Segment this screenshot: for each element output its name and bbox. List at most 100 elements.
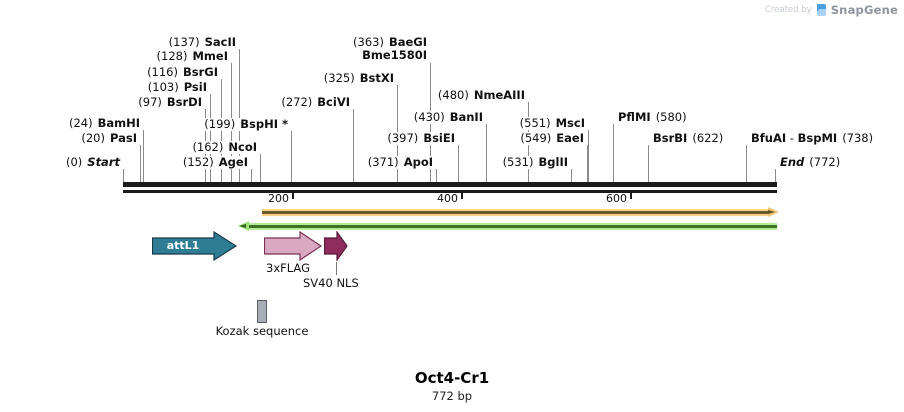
feature-arrow-shape [264, 231, 323, 261]
ruler-tick-label: 400 [437, 192, 458, 205]
enzyme-name: PflMI [618, 110, 651, 124]
feature-arrow-attL1[interactable] [152, 231, 238, 261]
enzyme-label[interactable]: (430) BanII [412, 110, 484, 124]
enzyme-label[interactable]: (199) BspHI * [203, 118, 289, 131]
enzyme-label[interactable]: (20)PasI [80, 132, 138, 145]
enzyme-label[interactable]: (531)BglII [501, 155, 569, 169]
enzyme-label[interactable]: (272)BciVI [280, 96, 351, 109]
enzyme-label[interactable]: (480)NmeAIII [436, 88, 526, 102]
enzyme-name: PasI [109, 131, 137, 145]
reverse-strand-arrow[interactable] [238, 221, 777, 231]
enzyme-label[interactable]: PflMI (580) [617, 111, 688, 124]
enzyme-label[interactable]: (103) PsiI [146, 80, 208, 94]
enzyme-position: (738) [842, 131, 874, 145]
enzyme-leader-line [436, 169, 437, 187]
enzyme-name: BglII [538, 155, 569, 169]
kozak-sequence-box[interactable] [257, 300, 267, 323]
enzyme-position: (549) [520, 131, 552, 145]
enzyme-leader-line [430, 63, 431, 187]
enzyme-label[interactable]: (152)AgeI [181, 156, 249, 169]
feature-label-connector-line [336, 262, 337, 275]
enzyme-name: BamHI [97, 116, 140, 130]
enzyme-position: (772) [809, 155, 841, 169]
enzyme-name: NmeAIII [473, 88, 525, 102]
enzyme-name: BspHI * [240, 117, 288, 131]
enzyme-label[interactable]: (397) BsiEI [386, 132, 456, 145]
enzyme-label[interactable]: (549) EaeI [519, 132, 585, 145]
enzyme-leader-line [587, 145, 588, 187]
strand-arrow-shaft [262, 211, 768, 214]
enzyme-label[interactable]: (325) BstXI [322, 71, 395, 85]
enzyme-label[interactable]: (128)MmeI [155, 49, 229, 63]
kozak-sequence-label: Kozak sequence [215, 324, 309, 338]
enzyme-leader-line [648, 145, 649, 187]
snapgene-wordmark: SnapGene [830, 3, 898, 17]
feature-arrow-sv40-nls[interactable] [324, 231, 349, 261]
enzyme-position: (622) [692, 131, 724, 145]
enzyme-position: (162) [192, 140, 224, 154]
enzyme-label[interactable]: BsrBI(622) [652, 131, 725, 145]
snapgene-logo-icon [816, 4, 826, 16]
enzyme-position: (137) [168, 35, 200, 49]
enzyme-name: End [780, 155, 805, 169]
ruler-tick [292, 191, 294, 199]
enzyme-label[interactable]: (24) BamHI [67, 116, 141, 130]
enzyme-position: (580) [655, 110, 687, 124]
enzyme-position: (325) [323, 71, 355, 85]
enzyme-leader-line [775, 169, 776, 187]
created-by-text: Created by [764, 5, 812, 15]
enzyme-leader-line [571, 169, 572, 187]
enzyme-name: BfuAI - BspMI [751, 131, 838, 145]
enzyme-leader-line [291, 131, 292, 187]
enzyme-name: MmeI [192, 49, 228, 63]
enzyme-name: ApoI [403, 155, 433, 169]
enzyme-label[interactable]: (137)SacII [167, 35, 237, 49]
feature-arrow-shape [152, 231, 238, 261]
enzyme-name: BsiEI [423, 131, 455, 145]
feature-arrow-3xflag[interactable] [264, 231, 323, 261]
enzyme-name: BsrGI [183, 65, 218, 79]
enzyme-name: MscI [555, 116, 585, 130]
enzyme-position: (430) [413, 110, 445, 124]
enzyme-position: (103) [147, 80, 179, 94]
enzyme-position: (363) [353, 35, 384, 49]
enzyme-leader-line [486, 124, 487, 187]
enzyme-name: EaeI [556, 131, 584, 145]
enzyme-name: BstXI [359, 71, 394, 85]
map-length: 772 bp [431, 389, 473, 403]
enzyme-label[interactable]: (371)ApoI [366, 155, 434, 169]
ruler-tick-label: 600 [606, 192, 627, 205]
enzyme-position: (199) [204, 117, 236, 131]
enzyme-leader-line [251, 169, 252, 187]
enzyme-position: (97) [138, 95, 162, 109]
enzyme-position: (272) [281, 95, 313, 109]
ruler-tick-label: 200 [268, 192, 289, 205]
enzyme-label[interactable]: (551)MscI [518, 116, 586, 130]
enzyme-leader-line [123, 169, 124, 187]
enzyme-label[interactable]: (116)BsrGI [146, 66, 219, 79]
forward-strand-arrow[interactable] [262, 207, 779, 217]
enzyme-leader-line [140, 145, 141, 187]
enzyme-label[interactable]: (97)BsrDI [137, 96, 203, 109]
strand-arrow-shaft [262, 209, 768, 211]
feature-arrow-shape [324, 231, 348, 261]
enzyme-leader-line [260, 154, 261, 187]
enzyme-name: PsiI [183, 80, 207, 94]
enzyme-name: Start [87, 155, 120, 169]
enzyme-leader-line [143, 130, 144, 187]
enzyme-label[interactable]: (162)NcoI [191, 141, 258, 154]
enzyme-label[interactable]: BfuAI - BspMI (738) [750, 131, 875, 145]
ruler-tick [461, 191, 463, 199]
enzyme-position: (397) [387, 131, 419, 145]
enzyme-leader-line [210, 94, 211, 187]
map-title: Oct4-Cr1 [414, 369, 490, 387]
enzyme-label[interactable]: End (772) [779, 155, 842, 169]
enzyme-position: (24) [68, 116, 93, 130]
enzyme-leader-line [613, 124, 614, 187]
enzyme-name: BanII [449, 110, 483, 124]
enzyme-label[interactable]: (0)Start [64, 155, 121, 169]
strand-arrow-shaft [262, 214, 768, 216]
sequence-line-top [123, 182, 777, 187]
